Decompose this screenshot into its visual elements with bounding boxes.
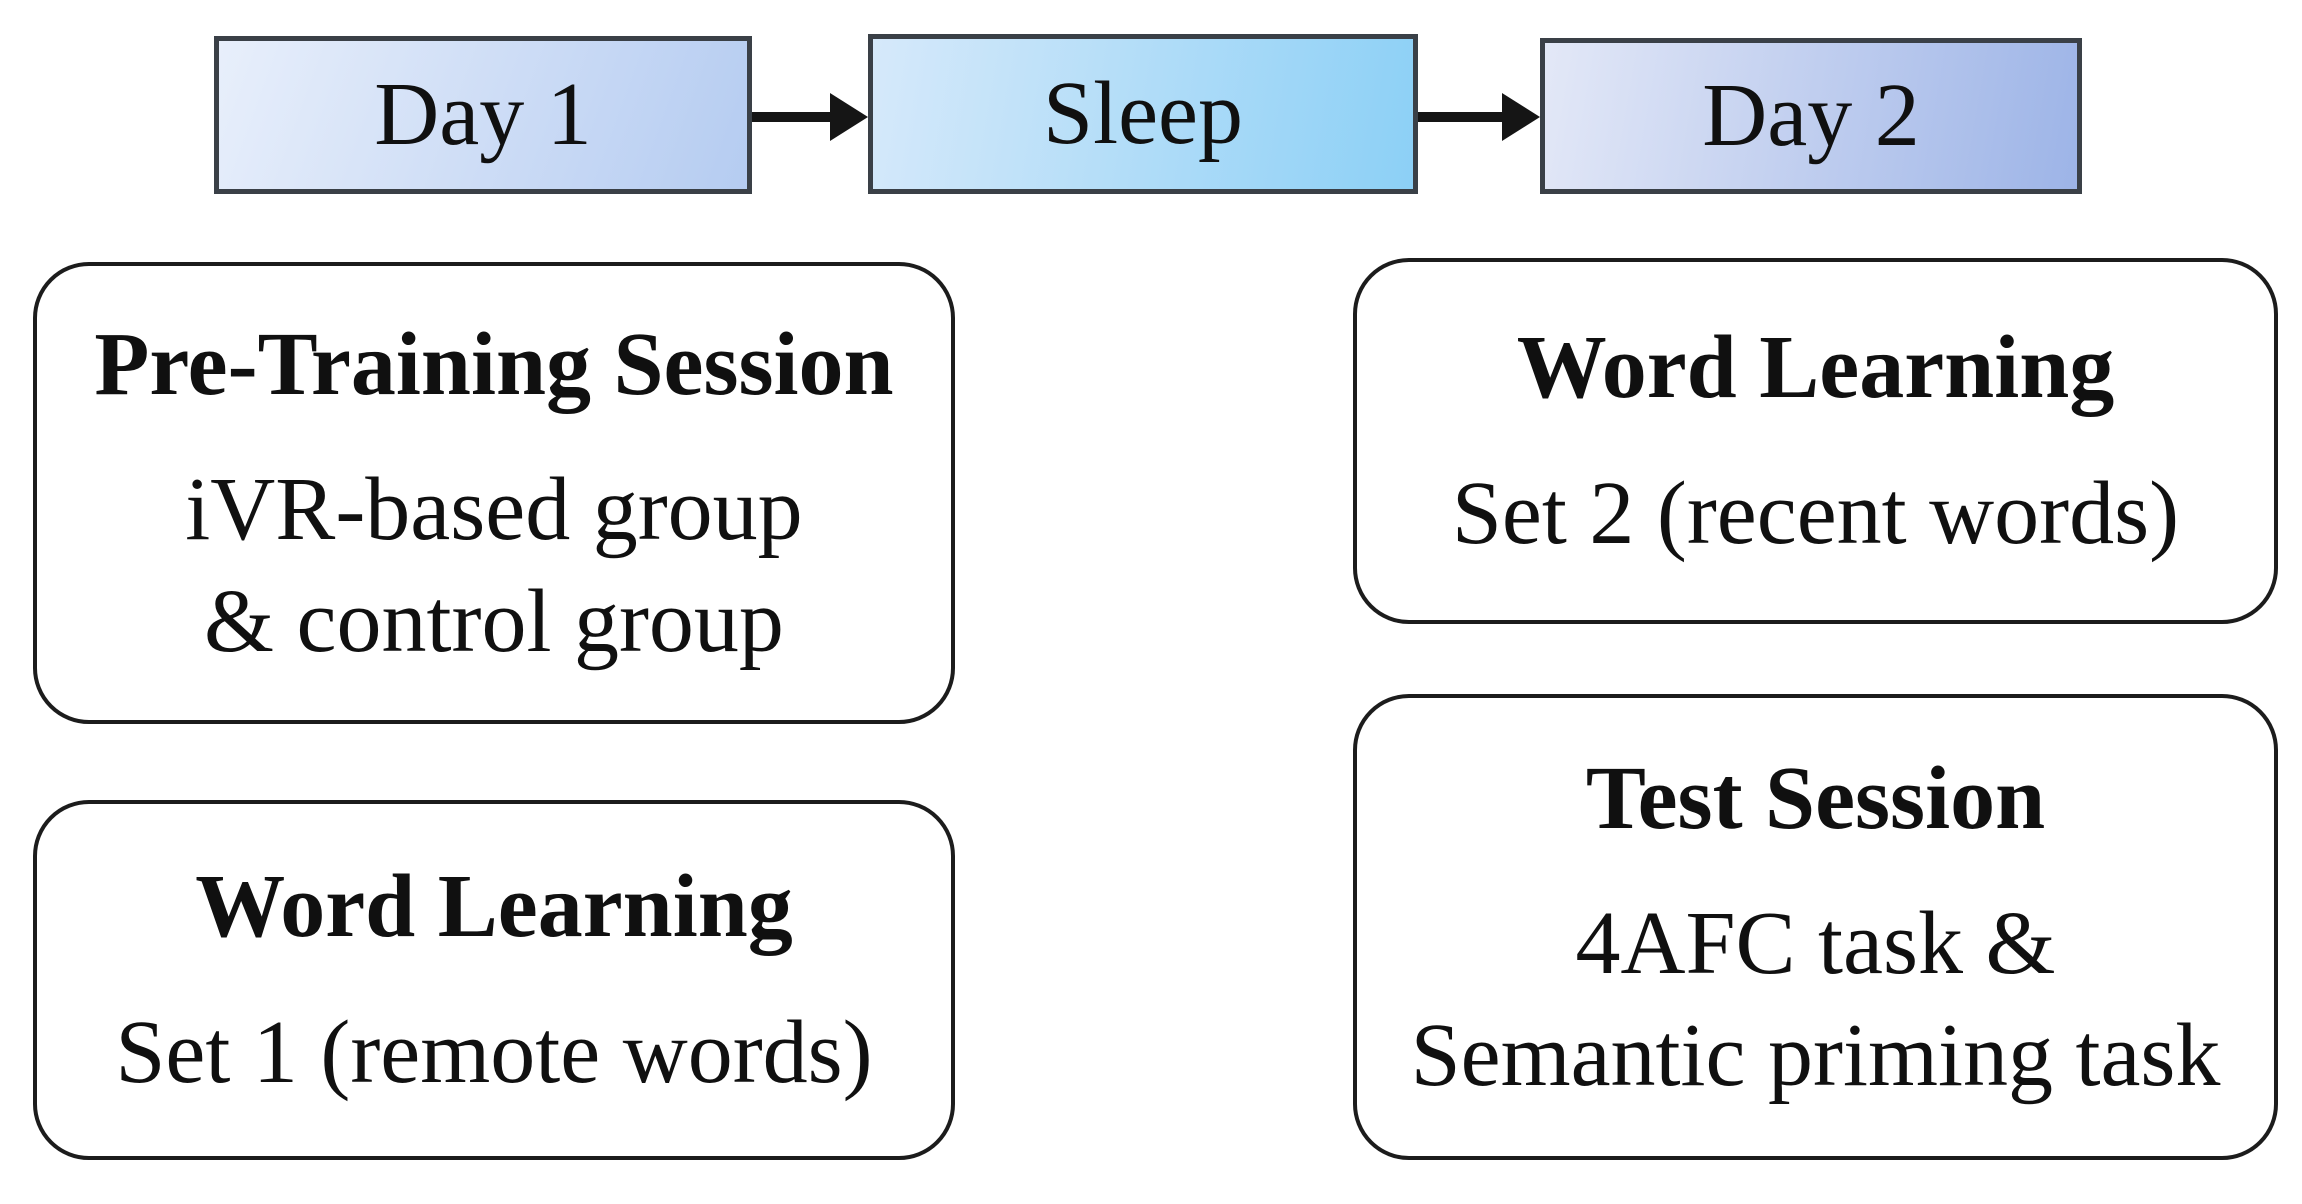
card-title: Word Learning <box>195 857 793 957</box>
sleep-label: Sleep <box>1043 64 1243 163</box>
day1-label: Day 1 <box>374 65 592 164</box>
timeline-box-day2: Day 2 <box>1540 38 2082 194</box>
card-body: Set 2 (recent words) <box>1452 458 2179 570</box>
card-title: Pre-Training Session <box>94 314 894 414</box>
card-title: Test Session <box>1585 748 2046 848</box>
card-body-line: iVR-based group <box>185 460 803 560</box>
word-learning-set2-card: Word Learning Set 2 (recent words) <box>1353 258 2278 624</box>
arrow-right-icon <box>752 93 868 141</box>
card-title: Word Learning <box>1516 318 2115 418</box>
day2-label: Day 2 <box>1702 66 1920 165</box>
card-body-line: Set 2 (recent words) <box>1451 464 2180 563</box>
test-session-card: Test Session 4AFC task & Semantic primin… <box>1353 694 2278 1160</box>
arrow-right-icon <box>1418 93 1540 141</box>
card-body-line: & control group <box>204 571 784 671</box>
card-body-line: Semantic priming task <box>1410 1005 2221 1105</box>
card-body: 4AFC task & Semantic priming task <box>1411 888 2221 1111</box>
card-body: Set 1 (remote words) <box>115 997 872 1109</box>
word-learning-set1-card: Word Learning Set 1 (remote words) <box>33 800 955 1160</box>
timeline-box-sleep: Sleep <box>868 34 1418 194</box>
card-body-line: 4AFC task & <box>1575 894 2056 994</box>
pre-training-session-card: Pre-Training Session iVR-based group & c… <box>33 262 955 724</box>
timeline-box-day1: Day 1 <box>214 36 752 194</box>
card-body: iVR-based group & control group <box>185 454 802 677</box>
card-body-line: Set 1 (remote words) <box>115 1003 873 1102</box>
